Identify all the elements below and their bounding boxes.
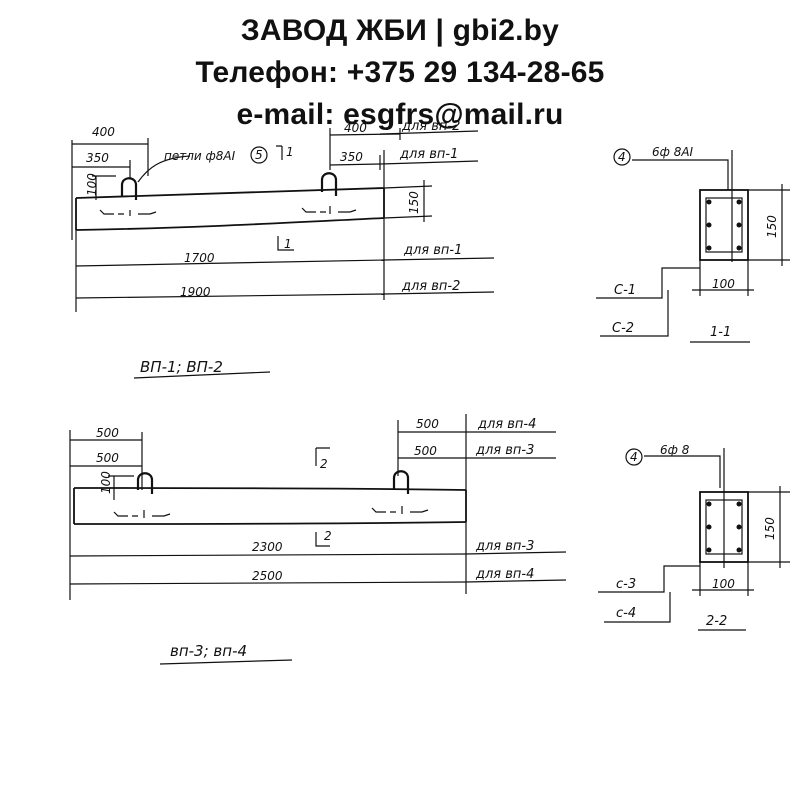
len-2500: 2500 <box>252 569 283 583</box>
s2-bars: 6ф 8 <box>660 443 690 457</box>
label-vp1-top: для вп-1 <box>399 147 458 162</box>
s1-pos: 4 <box>618 150 626 164</box>
phone-line: Телефон: +375 29 134-28-65 <box>195 56 605 89</box>
dim-400-left: 400 <box>92 125 115 139</box>
s1-bars: 6ф 8АI <box>652 145 694 159</box>
dim-150-top: 150 <box>407 191 421 214</box>
len-1900: 1900 <box>180 285 211 299</box>
dim-400-right: 400 <box>344 121 367 135</box>
dim-500-right-b: 500 <box>414 444 437 458</box>
s1-c1: С-1 <box>614 283 636 298</box>
title-vp3-vp4: вп-3; вп-4 <box>170 642 247 660</box>
loop-pos: 5 <box>255 148 263 162</box>
len-1700: 1700 <box>184 251 215 265</box>
section-mark-2-top: 2 <box>320 457 328 471</box>
label-vp3-top: для вп-3 <box>475 443 534 458</box>
section-mark-2-bottom: 2 <box>324 529 332 543</box>
s2-c3: с-3 <box>616 577 636 592</box>
beam-vp1-vp2 <box>71 128 495 379</box>
label-vp4-top: для вп-4 <box>477 417 536 432</box>
section-mark-1-bottom: 1 <box>284 237 292 251</box>
section-1-1 <box>596 148 790 343</box>
s2-c4: с-4 <box>616 606 636 621</box>
dim-500-right-a: 500 <box>416 417 439 431</box>
s2-height: 150 <box>763 517 777 540</box>
dim-100-left: 100 <box>85 173 99 196</box>
s1-c2: С-2 <box>612 321 634 336</box>
section-mark-1-top: 1 <box>286 145 294 159</box>
dim-500-a: 500 <box>96 426 119 440</box>
section-2-2 <box>598 448 790 631</box>
dim-350-right: 350 <box>340 150 363 164</box>
label-vp4: для вп-4 <box>475 567 534 582</box>
s1-width: 100 <box>712 277 735 291</box>
s2-pos: 4 <box>630 450 638 464</box>
email-line: e-mail: esgfrs@mail.ru <box>236 98 564 131</box>
s2-title: 2-2 <box>706 614 727 629</box>
dim-500-b: 500 <box>96 451 119 465</box>
label-vp1: для вп-1 <box>403 243 462 258</box>
dim-350-left: 350 <box>86 151 109 165</box>
len-2300: 2300 <box>252 540 283 554</box>
loop-label: петли ф8АI <box>164 149 236 163</box>
s2-width: 100 <box>712 577 735 591</box>
label-vp2-top: для вп-2 <box>401 119 460 134</box>
company-title: ЗАВОД ЖБИ | gbi2.by <box>240 14 560 47</box>
beam-vp3-vp4 <box>69 414 567 665</box>
label-vp3: для вп-3 <box>475 539 534 554</box>
s1-height: 150 <box>765 215 779 238</box>
s1-title: 1-1 <box>710 325 731 340</box>
label-vp2: для вп-2 <box>401 279 460 294</box>
title-vp1-vp2: ВП-1; ВП-2 <box>140 358 223 376</box>
dim-100-bottom: 100 <box>99 471 113 494</box>
pos-5-circle <box>250 146 268 164</box>
